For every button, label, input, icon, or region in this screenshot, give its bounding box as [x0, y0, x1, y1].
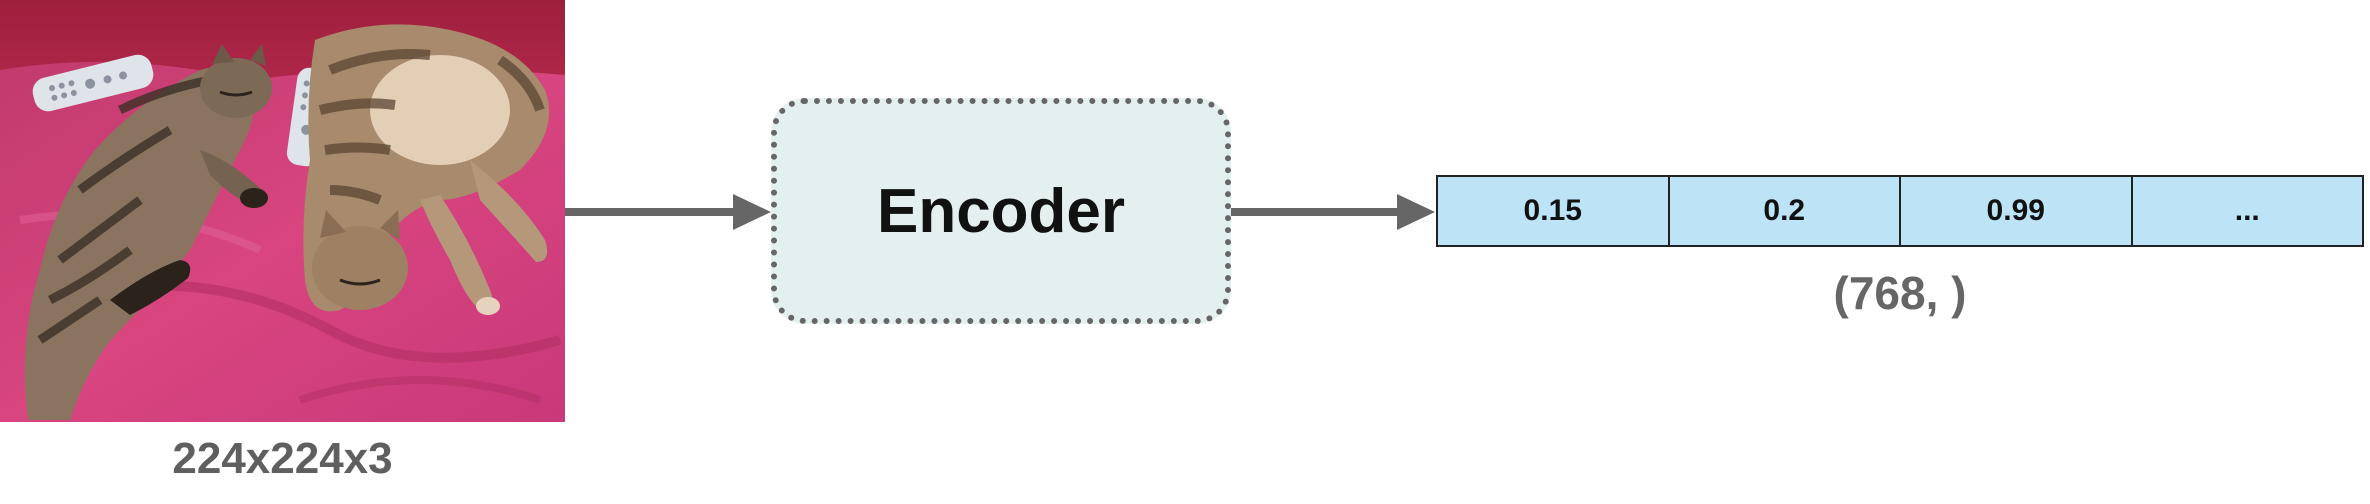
input-image-cats — [0, 0, 565, 422]
encoder-label: Encoder — [876, 176, 1126, 246]
cat-right — [303, 24, 550, 315]
remote-control-left — [32, 54, 154, 112]
vector-cell: 0.2 — [1667, 177, 1900, 245]
arrow-image-to-encoder — [565, 194, 771, 230]
embedding-vector: 0.15 0.2 0.99 ... — [1436, 175, 2364, 247]
vector-cell-ellipsis: ... — [2130, 177, 2363, 245]
embedding-shape-label: (768, ) — [1833, 267, 1967, 319]
arrow-encoder-to-embedding — [1231, 194, 1435, 230]
cats-photo-illustration — [0, 0, 565, 422]
input-shape-label: 224x224x3 — [172, 434, 393, 483]
cat-left — [24, 44, 272, 421]
encoder-block: Encoder — [771, 98, 1231, 324]
vector-cell: 0.15 — [1523, 194, 1582, 227]
vector-cell: 0.99 — [1899, 177, 2131, 245]
